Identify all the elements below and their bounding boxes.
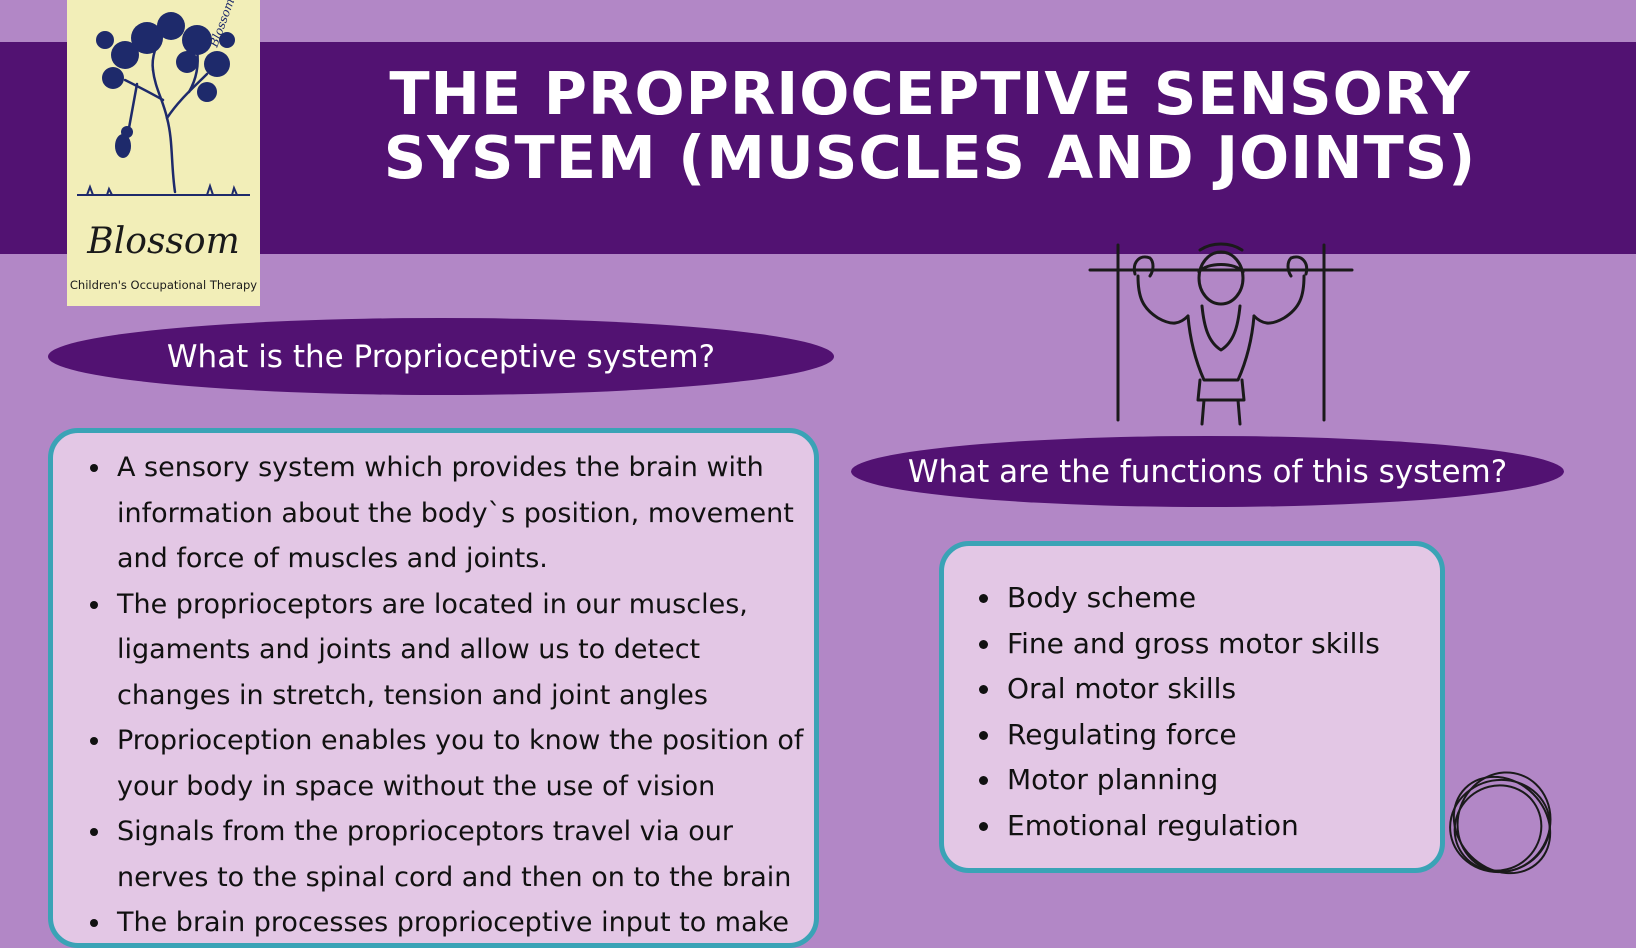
list-item: Signals from the proprioceptors travel v… bbox=[113, 809, 806, 900]
list-item: Oral motor skills bbox=[1003, 666, 1430, 712]
page-title-line-1: THE PROPRIOCEPTIVE SENSORY bbox=[389, 59, 1471, 128]
tree-with-swing-icon: Blossom bbox=[77, 0, 250, 196]
blossom-logo: Blossom Blossom Children's Occupational … bbox=[67, 0, 260, 306]
page-title: THE PROPRIOCEPTIVE SENSORY SYSTEM (MUSCL… bbox=[330, 62, 1530, 190]
list-item: The brain processes proprioceptive input… bbox=[113, 900, 806, 943]
list-item: A sensory system which provides the brai… bbox=[113, 445, 806, 582]
scribble-decoration-icon bbox=[1449, 771, 1552, 875]
logo-subtitle: Children's Occupational Therapy bbox=[69, 278, 258, 292]
definition-card: A sensory system which provides the brai… bbox=[48, 428, 819, 948]
title-banner bbox=[0, 42, 1636, 254]
functions-heading: What are the functions of this system? bbox=[851, 436, 1564, 507]
pull-up-figure-icon bbox=[1088, 242, 1354, 426]
logo-name: Blossom bbox=[87, 221, 240, 262]
page-title-line-2: SYSTEM (MUSCLES AND JOINTS) bbox=[383, 123, 1477, 192]
list-item: Fine and gross motor skills bbox=[1003, 621, 1430, 667]
list-item: Body scheme bbox=[1003, 575, 1430, 621]
list-item: Proprioception enables you to know the p… bbox=[113, 718, 806, 809]
list-item: Emotional regulation bbox=[1003, 803, 1430, 849]
functions-list: Body scheme Fine and gross motor skills … bbox=[944, 546, 1440, 848]
list-item: The proprioceptors are located in our mu… bbox=[113, 582, 806, 719]
list-item: Regulating force bbox=[1003, 712, 1430, 758]
functions-card: Body scheme Fine and gross motor skills … bbox=[939, 541, 1445, 873]
list-item: Motor planning bbox=[1003, 757, 1430, 803]
definition-list: A sensory system which provides the brai… bbox=[53, 433, 814, 943]
proprioceptive-system-heading: What is the Proprioceptive system? bbox=[48, 318, 834, 395]
